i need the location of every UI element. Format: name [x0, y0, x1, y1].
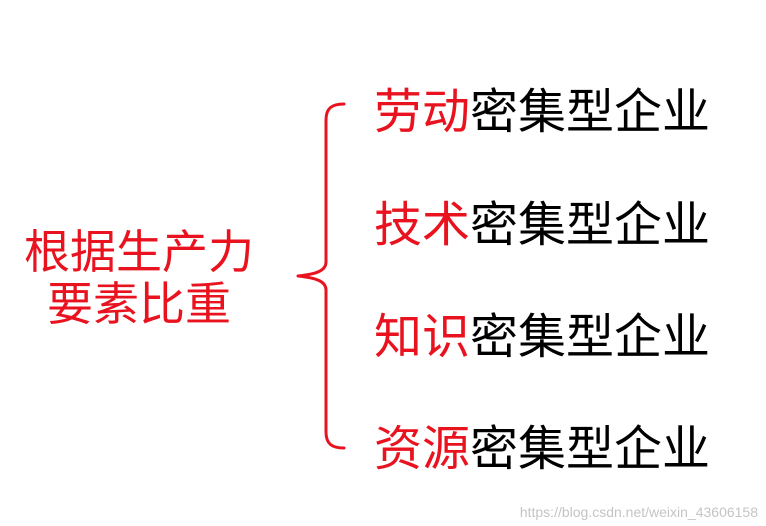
root-node-label: 根据生产力 要素比重: [0, 226, 278, 330]
category-suffix: 密集型企业: [470, 309, 711, 365]
watermark-url: https://blog.csdn.net/weixin_43606158: [519, 504, 758, 520]
root-label-line-2: 要素比重: [47, 277, 231, 331]
root-label-line-1: 根据生产力: [24, 225, 254, 279]
category-highlight: 技术: [374, 197, 471, 253]
category-resource-intensive: 资源密集型企业: [374, 421, 710, 477]
category-highlight: 资源: [374, 421, 471, 477]
category-suffix: 密集型企业: [470, 197, 711, 253]
category-highlight: 知识: [374, 309, 471, 365]
category-knowledge-intensive: 知识密集型企业: [374, 309, 710, 365]
category-suffix: 密集型企业: [470, 84, 711, 140]
category-labor-intensive: 劳动密集型企业: [374, 84, 710, 140]
category-technology-intensive: 技术密集型企业: [374, 197, 710, 253]
category-suffix: 密集型企业: [470, 421, 711, 477]
category-highlight: 劳动: [374, 84, 471, 140]
